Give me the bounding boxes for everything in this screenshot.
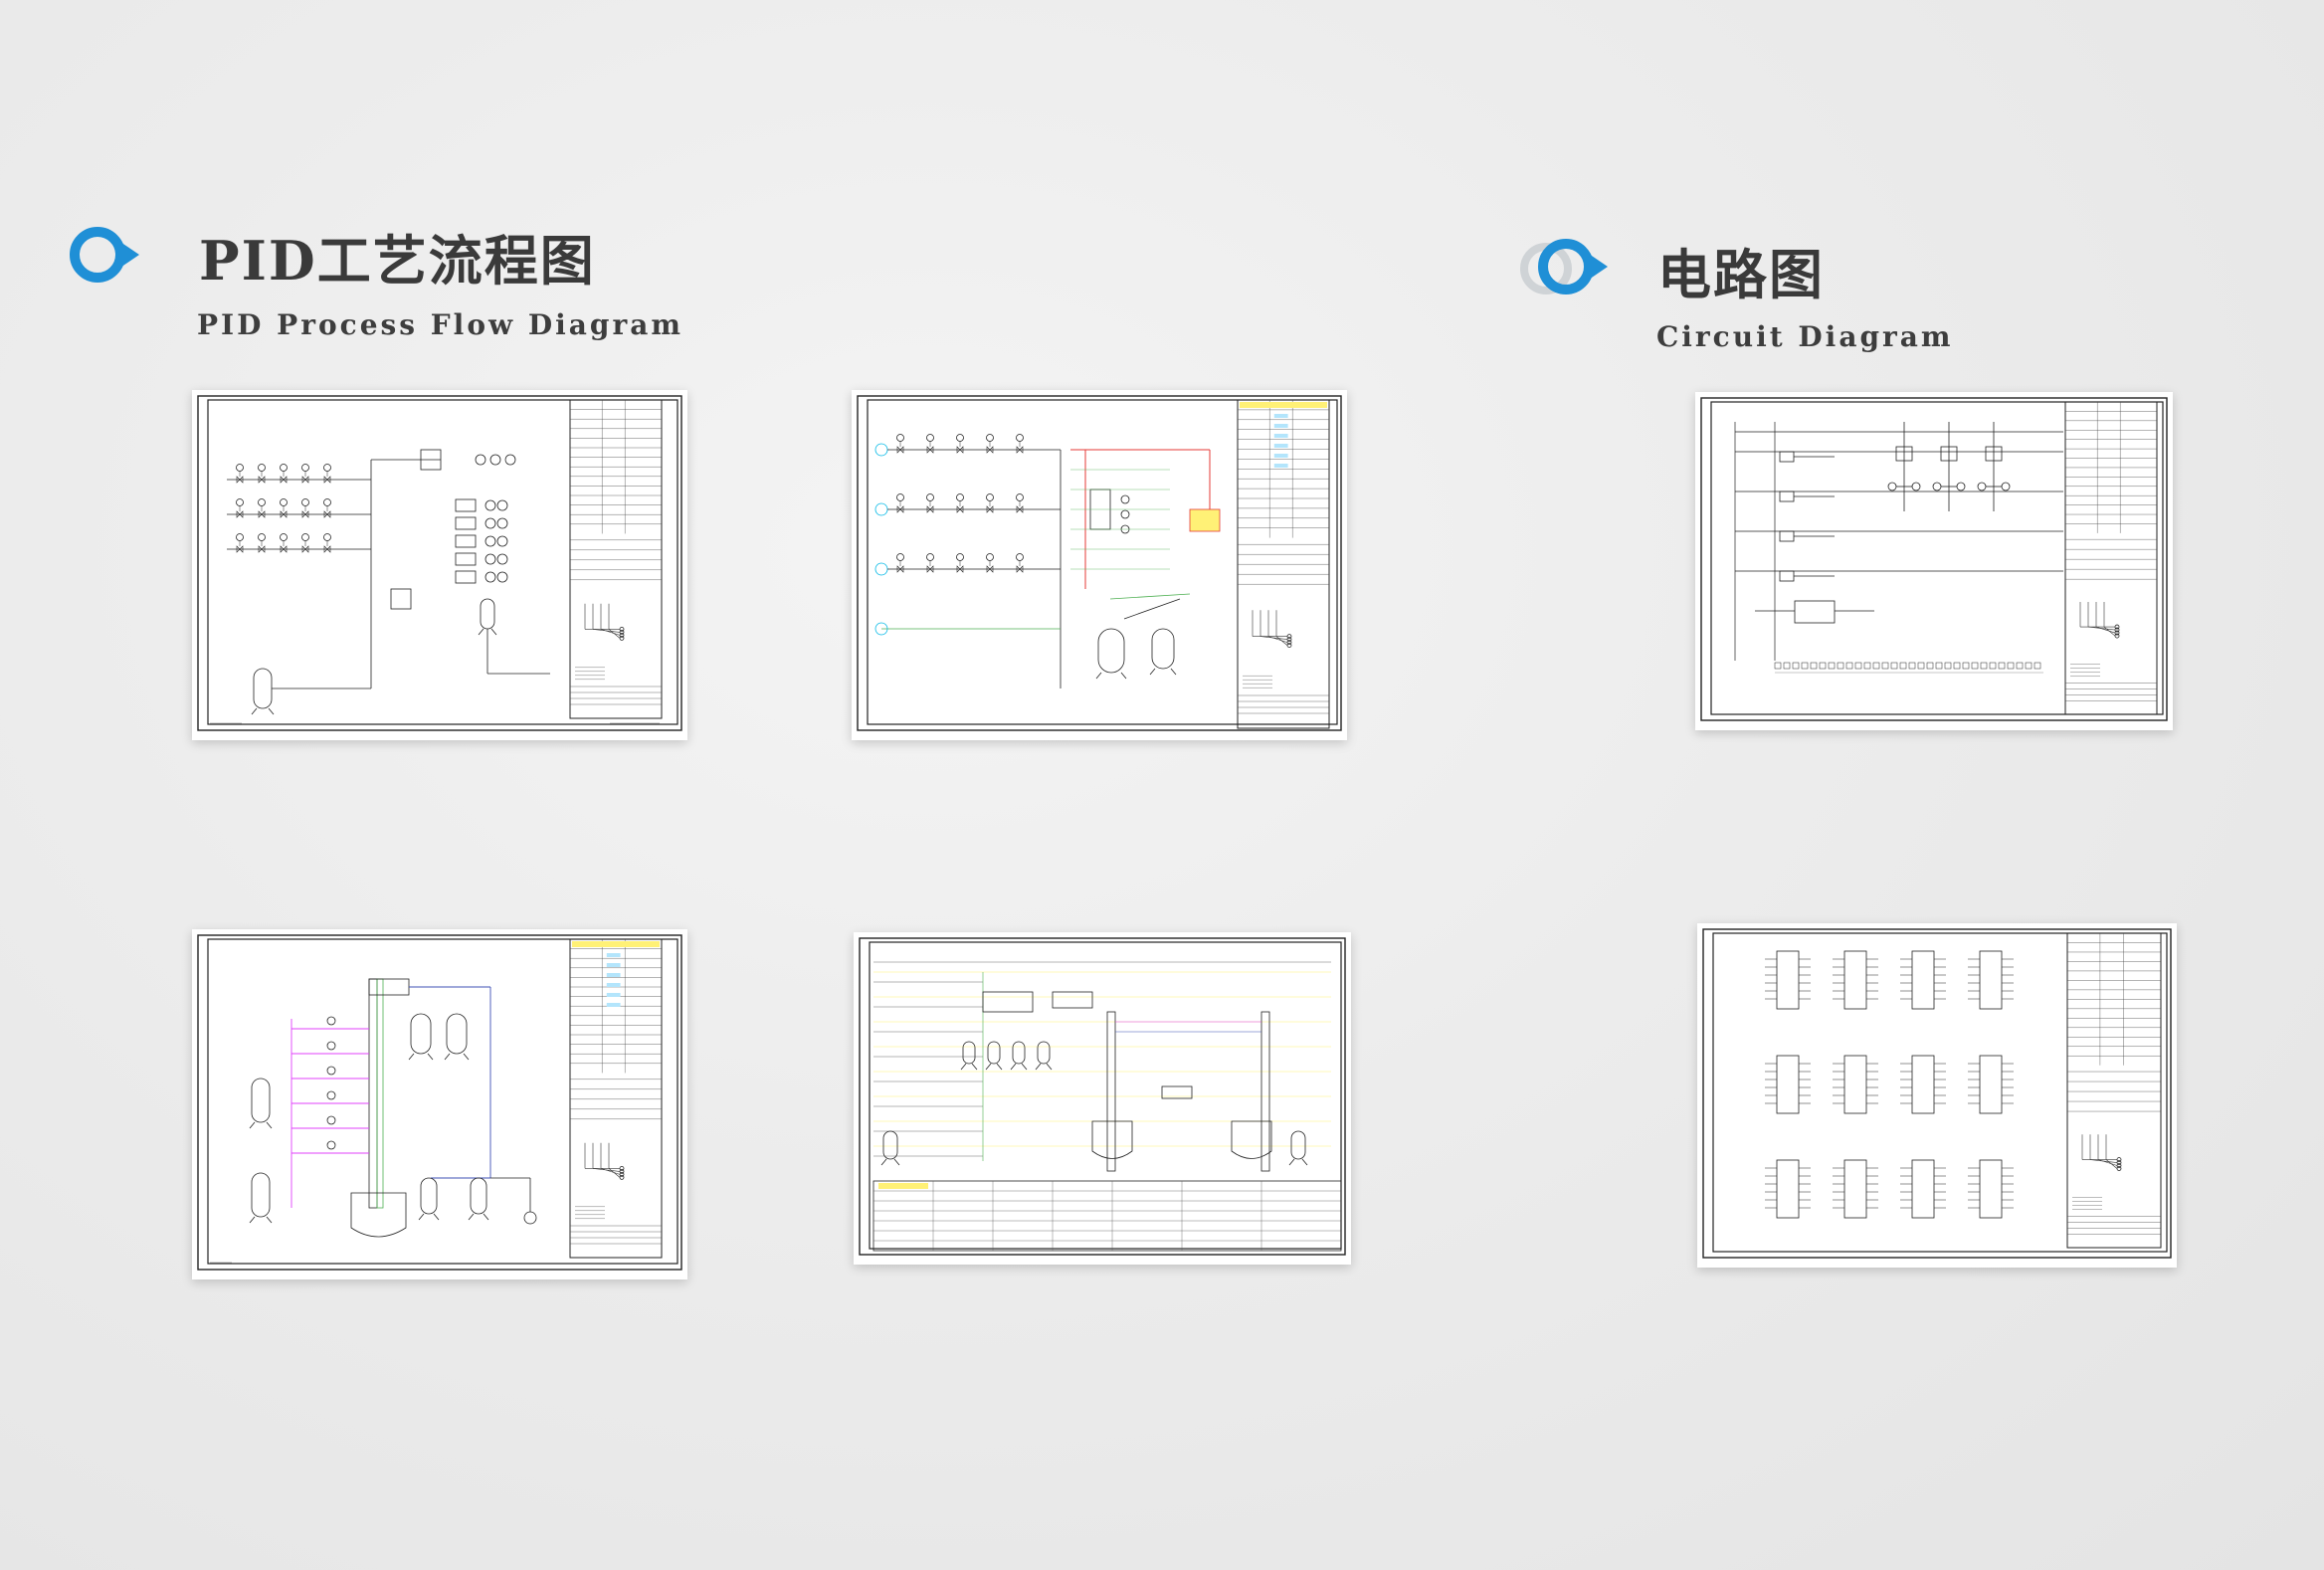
circuit-section-title-cn: 电路图 (1657, 243, 1825, 306)
pid-section-icon (62, 219, 153, 291)
pid-drawing-4-graphic (859, 937, 1346, 1256)
circuit-drawing-1-graphic (1700, 397, 2168, 721)
pid-section-title-cn: PID工艺流程图 (199, 229, 596, 293)
circuit-section-title-en: Circuit Diagram (1656, 320, 1954, 353)
circuit-drawing-2-graphic (1702, 928, 2172, 1259)
circuit-drawing-1[interactable] (1695, 392, 2173, 730)
pid-section-title-en: PID Process Flow Diagram (197, 308, 684, 341)
pid-drawing-2-graphic (857, 395, 1342, 731)
pid-drawing-1-graphic (197, 395, 682, 731)
circuit-drawing-2[interactable] (1697, 923, 2177, 1268)
pid-drawing-2[interactable] (852, 390, 1347, 740)
pid-drawing-1[interactable] (192, 390, 687, 740)
circuit-section-icon (1520, 231, 1612, 302)
pid-drawing-4[interactable] (854, 932, 1351, 1265)
pid-drawing-3[interactable] (192, 929, 687, 1279)
pid-drawing-3-graphic (197, 934, 682, 1271)
